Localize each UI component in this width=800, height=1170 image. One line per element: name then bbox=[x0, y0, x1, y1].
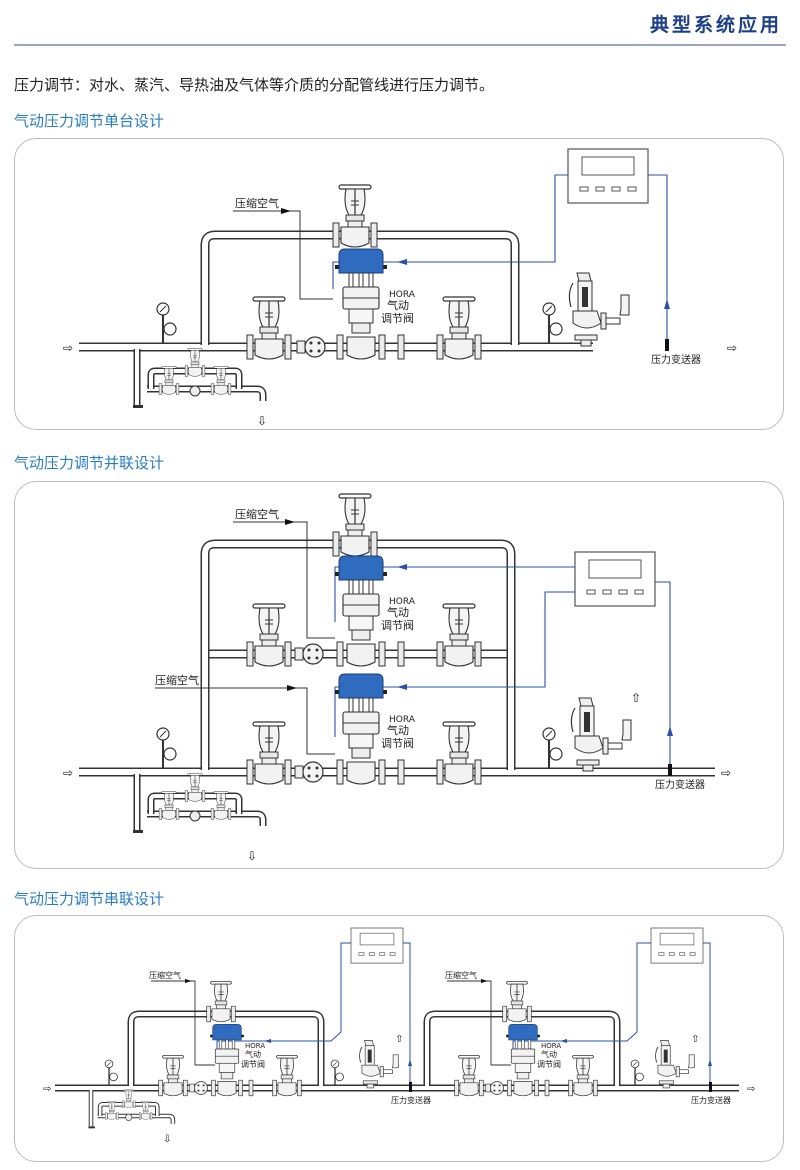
air-line-upper bbox=[233, 521, 335, 639]
diagram-panel-series: 压缩空气 HORA 气动 调节阀 压力变送器 ⇧ ⇩ 压缩空气 bbox=[14, 915, 784, 1162]
transmitter-arrow-icon bbox=[667, 726, 673, 736]
signal-arrow-icon bbox=[397, 259, 407, 265]
stage-1: 压缩空气 HORA 气动 调节阀 压力变送器 ⇧ ⇩ bbox=[88, 927, 431, 1145]
controller-display bbox=[574, 551, 656, 607]
vent-arrow-icon: ⇧ bbox=[395, 1034, 403, 1045]
valve-brand-label: HORA bbox=[245, 1042, 265, 1050]
valve-type-label-2: 调节阀 bbox=[241, 1060, 265, 1069]
valve-type-label-1: 气动 bbox=[387, 298, 409, 312]
valve-type-label-2: 调节阀 bbox=[381, 311, 414, 325]
branch2-control-valve bbox=[334, 673, 388, 785]
compressed-air-label-lower: 压缩空气 bbox=[155, 673, 199, 687]
inlet-flow-arrow-icon: ⇨ bbox=[43, 1084, 51, 1095]
air-line bbox=[233, 210, 333, 300]
valve-type-label-1: 气动 bbox=[541, 1049, 557, 1059]
drain-assembly bbox=[133, 349, 263, 409]
flange bbox=[397, 334, 405, 360]
compressed-air-label-upper: 压缩空气 bbox=[235, 507, 279, 521]
page-header-title: 典型系统应用 bbox=[649, 14, 782, 36]
compressed-air-label: 压缩空气 bbox=[445, 970, 477, 980]
compressed-air-label: 压缩空气 bbox=[149, 970, 181, 980]
section-title-parallel: 气动压力调节并联设计 bbox=[14, 454, 165, 472]
air-line-lower bbox=[155, 687, 335, 755]
transmitter-label: 压力变送器 bbox=[651, 353, 701, 366]
section-title-single: 气动压力调节单台设计 bbox=[14, 112, 165, 130]
air-arrow-icon bbox=[287, 685, 297, 691]
transmitter-arrow-icon bbox=[664, 299, 670, 309]
branch1-control-valve bbox=[334, 555, 388, 667]
controller-display bbox=[567, 148, 649, 204]
control-valve bbox=[334, 248, 388, 360]
outlet-flow-arrow-icon: ⇨ bbox=[747, 1084, 755, 1095]
valve-type-label-2: 调节阀 bbox=[381, 736, 414, 750]
drain-arrow-icon: ⇩ bbox=[247, 849, 257, 863]
inlet-pressure-gauge bbox=[156, 727, 177, 769]
drain-arrow-icon: ⇩ bbox=[257, 414, 267, 428]
series-design-diagram: 压缩空气 HORA 气动 调节阀 压力变送器 ⇧ ⇩ 压缩空气 bbox=[43, 927, 755, 1145]
flange bbox=[397, 641, 405, 667]
safety-valve bbox=[570, 697, 632, 772]
flange bbox=[397, 759, 405, 785]
valve-brand-label: HORA bbox=[389, 597, 416, 607]
branch2-strainer bbox=[294, 761, 324, 783]
drain-assembly bbox=[133, 774, 263, 834]
vent-arrow-icon: ⇧ bbox=[691, 1034, 699, 1045]
air-arrow-icon bbox=[281, 208, 291, 214]
pressure-transmitter bbox=[668, 764, 672, 776]
outlet-flow-arrow-icon: ⇨ bbox=[727, 341, 737, 355]
inlet-flow-arrow-icon: ⇨ bbox=[63, 341, 73, 355]
outlet-pressure-gauge bbox=[542, 302, 563, 344]
valve-type-label-1: 气动 bbox=[245, 1049, 261, 1059]
transmitter-line bbox=[648, 174, 668, 347]
transmitter-label: 压力变送器 bbox=[655, 778, 705, 791]
single-design-diagram: 压缩空气 HORA 气动 调节阀 压力变送器 ⇨ ⇨ ⇩ bbox=[63, 148, 737, 428]
parallel-design-diagram: 压缩空气 压缩空气 HORA 气动 调节阀 HORA 气动 调节阀 压力变送器 … bbox=[63, 493, 731, 863]
valve-type-label-2: 调节阀 bbox=[381, 618, 414, 632]
strainer-icon bbox=[296, 336, 326, 358]
outlet-pressure-gauge bbox=[542, 727, 563, 769]
inlet-flow-arrow-icon: ⇨ bbox=[63, 766, 73, 780]
transmitter-label: 压力变送器 bbox=[691, 1095, 731, 1105]
signal-arrow-icon bbox=[397, 564, 407, 570]
signal-line bbox=[332, 174, 570, 289]
pressure-transmitter bbox=[665, 339, 669, 351]
inlet-pressure-gauge bbox=[156, 302, 177, 344]
intro-text: 压力调节：对水、蒸汽、导热油及气体等介质的分配管线进行压力调节。 bbox=[14, 76, 495, 94]
signal-line-upper bbox=[334, 566, 575, 622]
diagram-panel-single: 压缩空气 HORA 气动 调节阀 压力变送器 ⇨ ⇨ ⇩ bbox=[14, 138, 784, 430]
safety-valve bbox=[568, 272, 630, 347]
valve-type-label-1: 气动 bbox=[387, 605, 409, 619]
section-title-series: 气动压力调节串联设计 bbox=[14, 890, 165, 908]
valve-type-label-2: 调节阀 bbox=[537, 1060, 561, 1069]
transmitter-line bbox=[655, 581, 671, 772]
valve-brand-label: HORA bbox=[389, 290, 416, 300]
air-arrow-icon bbox=[285, 519, 295, 525]
drain-arrow-icon: ⇩ bbox=[163, 1134, 171, 1145]
valve-brand-label: HORA bbox=[389, 715, 416, 725]
vent-arrow-icon: ⇧ bbox=[631, 691, 641, 705]
compressed-air-label: 压缩空气 bbox=[235, 196, 279, 210]
outlet-flow-arrow-icon: ⇨ bbox=[721, 766, 731, 780]
signal-arrow-icon bbox=[397, 684, 407, 690]
transmitter-label: 压力变送器 bbox=[391, 1095, 431, 1105]
diagram-panel-parallel: 压缩空气 压缩空气 HORA 气动 调节阀 HORA 气动 调节阀 压力变送器 … bbox=[14, 481, 784, 869]
valve-type-label-1: 气动 bbox=[387, 723, 409, 737]
signal-line-lower bbox=[334, 591, 575, 737]
stage-2: 压缩空气 HORA 气动 调节阀 压力变送器 ⇧ bbox=[423, 927, 731, 1105]
valve-brand-label: HORA bbox=[541, 1042, 561, 1050]
branch1-strainer bbox=[294, 643, 324, 665]
header-divider bbox=[14, 44, 786, 46]
